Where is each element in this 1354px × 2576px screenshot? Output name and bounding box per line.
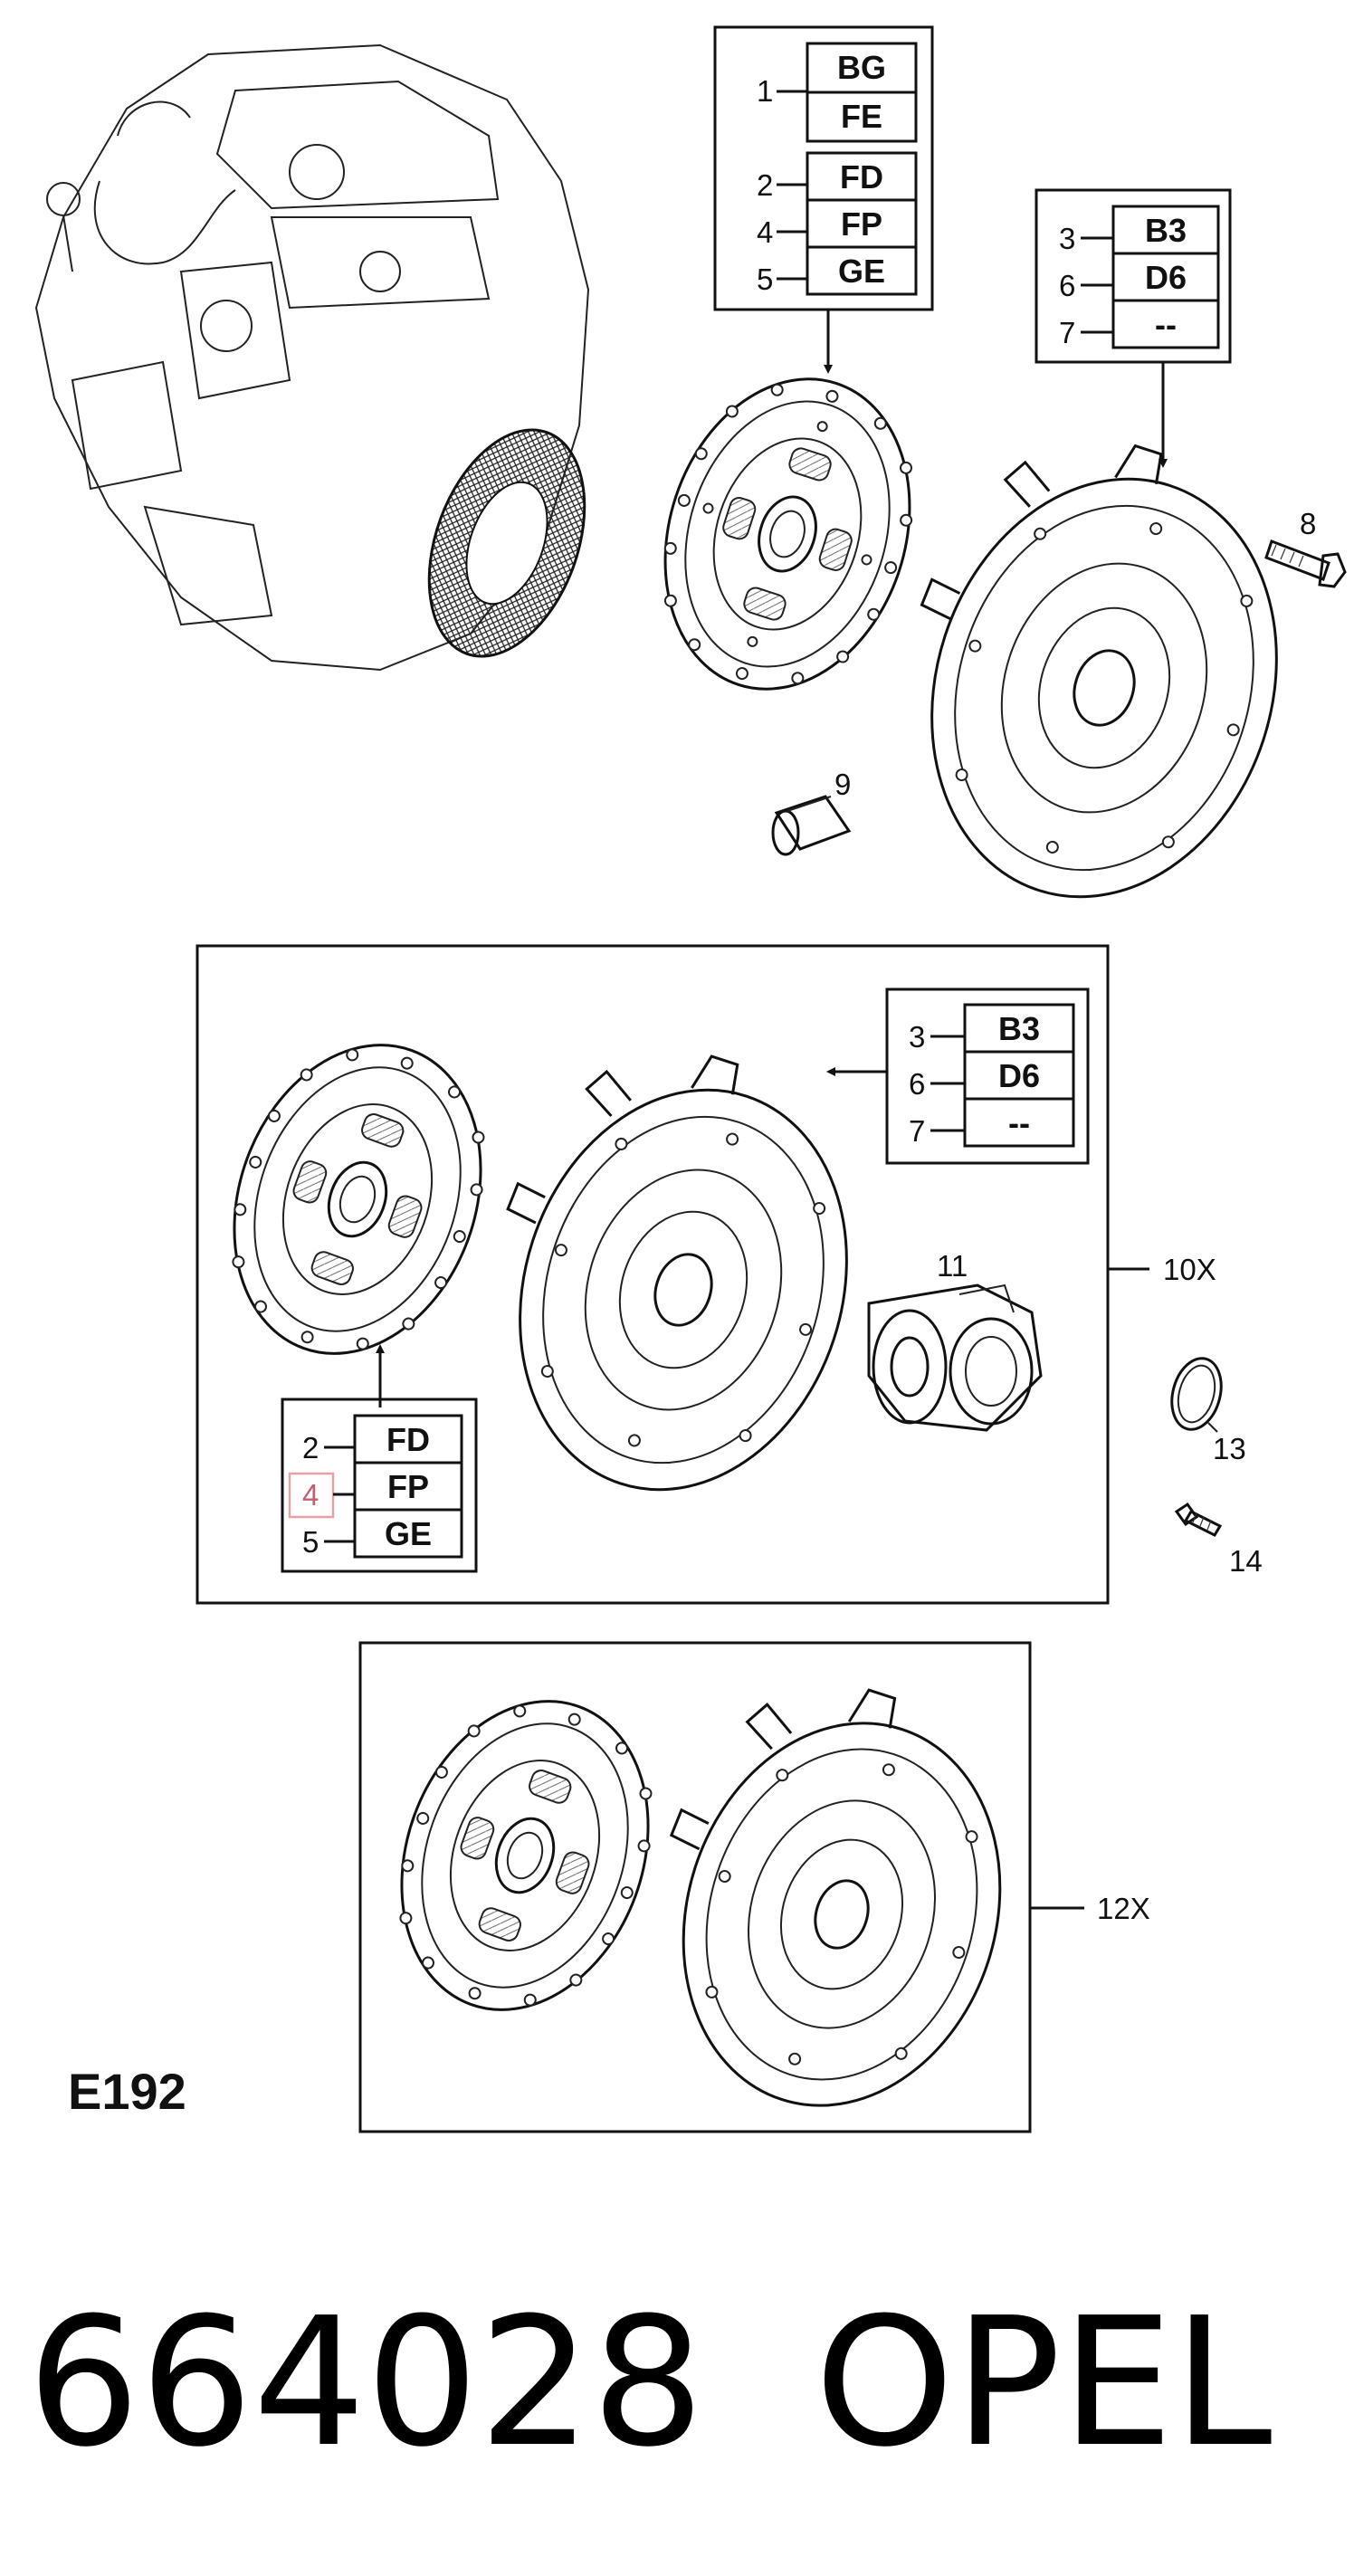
part-number: 664028: [27, 2280, 704, 2486]
clutch-disc-kit-10: [232, 1044, 485, 1355]
code-box-top-disc: BG FE 1 FD FP GE 2 4 5: [713, 25, 934, 311]
code-7: --: [1155, 306, 1177, 343]
release-bearing-icon: [867, 1283, 1043, 1432]
bolt-icon: [1264, 539, 1347, 588]
bushing-icon: [771, 795, 852, 856]
clutch-disc-top: [663, 377, 913, 691]
callout-8: 8: [1300, 507, 1316, 540]
section-code: E192: [68, 2063, 186, 2120]
kit-ref-3: 3: [909, 1020, 925, 1054]
callout-13: 13: [1213, 1432, 1246, 1465]
kit-code-3: B3: [998, 1010, 1040, 1047]
callout-11: 11: [937, 1249, 968, 1283]
kit-code-7: --: [1008, 1104, 1030, 1141]
code-box-kit-disc: FD FP GE 2 4 5: [281, 1398, 478, 1573]
kit-10x-frame: [195, 944, 1110, 1605]
kit-code-2: FD: [386, 1421, 430, 1458]
brand-name: OPEL: [815, 2280, 1273, 2486]
kit-ref-4: 4: [302, 1478, 319, 1512]
code-1a: BG: [837, 49, 886, 86]
code-5: GE: [838, 253, 885, 290]
ref-1: 1: [757, 74, 773, 108]
pressure-plate-top: [920, 444, 1278, 899]
kit-code-5: GE: [385, 1515, 432, 1552]
pressure-plate-kit-12: [669, 1688, 1002, 2107]
clutch-disc-kit-12: [399, 1700, 653, 2011]
ref-3: 3: [1059, 222, 1075, 255]
code-3: B3: [1145, 212, 1187, 249]
ref-2: 2: [757, 168, 773, 202]
kit-code-6: D6: [998, 1057, 1040, 1094]
code-box-kit-pressure-plate: B3 D6 -- 3 6 7: [885, 987, 1090, 1165]
ref-7: 7: [1059, 316, 1075, 349]
code-4: FP: [841, 205, 882, 243]
code-1b: FE: [841, 98, 882, 135]
seal-ring-icon: [1170, 1357, 1223, 1433]
code-6: D6: [1145, 259, 1187, 296]
code-box-top-pressure-plate: B3 D6 -- 3 6 7: [1035, 188, 1232, 364]
callout-12x: 12X: [1097, 1892, 1150, 1925]
engine-illustration: [34, 43, 590, 672]
kit-ref-6: 6: [909, 1067, 925, 1101]
kit-ref-2: 2: [302, 1431, 319, 1465]
kit-ref-7: 7: [909, 1114, 925, 1148]
kit-ref-5: 5: [302, 1525, 319, 1559]
callout-14: 14: [1229, 1544, 1263, 1578]
pressure-plate-kit-10: [506, 1054, 848, 1492]
code-2: FD: [840, 158, 883, 196]
kit-code-4: FP: [387, 1468, 429, 1505]
screw-icon: [1174, 1502, 1223, 1537]
callout-9: 9: [834, 768, 851, 801]
ref-6: 6: [1059, 269, 1075, 302]
kit-12x-frame: [358, 1641, 1032, 2133]
ref-5: 5: [757, 262, 773, 296]
callout-10x: 10X: [1163, 1253, 1216, 1286]
ref-4: 4: [757, 215, 773, 249]
